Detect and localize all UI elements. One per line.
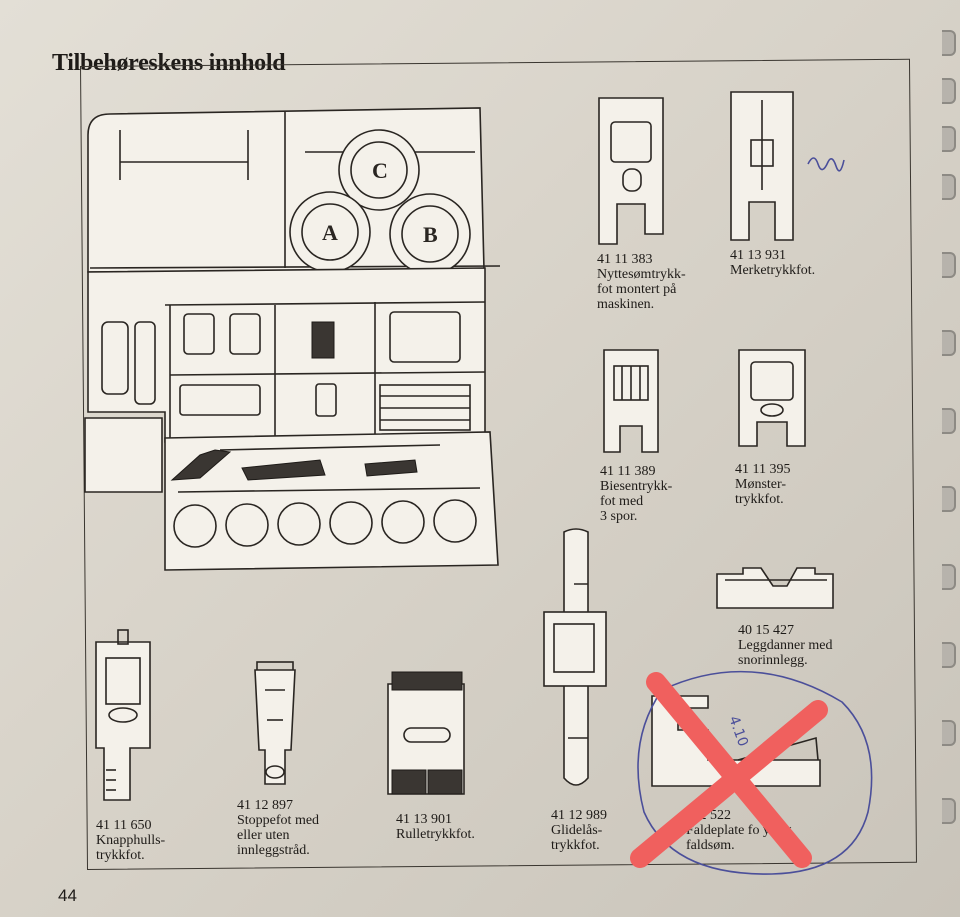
item-caption: Knapphulls- trykkfot. (96, 833, 166, 863)
handwritten-scribble (807, 157, 845, 172)
item-code: 41 12 989 (551, 808, 607, 823)
bobbin-spools: C A B (289, 129, 471, 275)
bobbin-slots (173, 499, 477, 548)
page-title: Tilbehøreskens innhold (52, 50, 286, 76)
pintuck-foot-icon (603, 349, 659, 453)
item-code: 41 13 901 (396, 812, 452, 827)
item-caption: Stoppefot med eller uten innleggstråd. (237, 813, 320, 858)
pattern-foot-icon (738, 349, 806, 447)
item-code: 41 11 395 (735, 462, 791, 477)
item-caption: Mønster- trykkfot. (735, 477, 787, 507)
red-cross-mark (630, 672, 828, 868)
item-caption: Merketrykkfot. (730, 263, 816, 278)
item-code: 41 11 389 (600, 464, 656, 479)
svg-text:A: A (322, 220, 338, 245)
item-caption: Rulletrykkfot. (396, 827, 475, 842)
item-caption: Leggdanner med snorinnlegg. (738, 638, 833, 668)
roller-foot-icon (387, 671, 465, 795)
svg-text:B: B (423, 222, 438, 247)
item-caption: Glidelås- trykkfot. (551, 823, 603, 853)
zipper-foot-icon (543, 528, 607, 786)
handwritten-circle (637, 670, 873, 875)
item-caption: Nyttesømtrykk- fot montert på maskinen. (597, 267, 686, 312)
page-number: 44 (58, 886, 77, 905)
marking-foot-icon (730, 91, 794, 241)
darning-foot-icon (254, 661, 296, 785)
item-code: 40 15 427 (738, 623, 794, 638)
item-code: 41 13 931 (730, 248, 786, 263)
accessory-box-illustration: C A B (84, 107, 501, 571)
presser-foot-icon (598, 97, 664, 245)
cord-guide-icon (716, 567, 834, 609)
item-code: 41 12 897 (237, 798, 293, 813)
item-code: 41 11 383 (597, 252, 653, 267)
binder-rings (942, 30, 960, 890)
buttonhole-foot-icon (95, 629, 151, 801)
svg-text:C: C (372, 158, 388, 183)
item-caption: Biesentrykk- fot med 3 spor. (600, 479, 673, 524)
item-code: 41 11 650 (96, 818, 152, 833)
